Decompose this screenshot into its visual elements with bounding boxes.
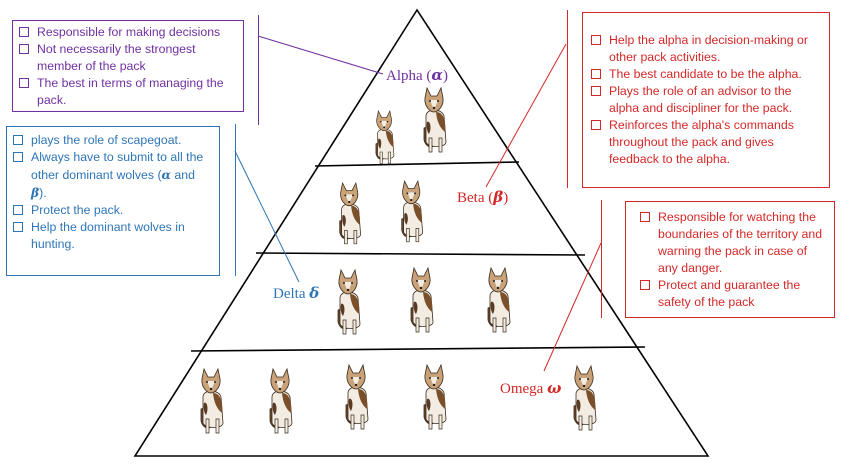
- alpha-item: The best in terms of managing the pack.: [19, 75, 237, 109]
- delta-item: Always have to submit to all the other d…: [13, 149, 213, 202]
- wolf-icon: [410, 267, 434, 333]
- checkbox-bullet-icon: [13, 152, 23, 162]
- wolf-icon: [337, 269, 361, 335]
- checkbox-bullet-icon: [591, 35, 601, 45]
- checkbox-bullet-icon: [13, 222, 23, 232]
- beta-item: Help the alpha in decision-making or oth…: [591, 32, 821, 66]
- delta-description-box: plays the role of scapegoat. Always have…: [6, 126, 220, 276]
- omega-item: Responsible for watching the boundaries …: [640, 209, 826, 277]
- delta-accent-bar: [235, 124, 236, 276]
- wolf-icon: [339, 182, 362, 245]
- wolf-icon: [423, 364, 447, 430]
- wolves-alpha-tier: [375, 87, 447, 164]
- wolf-icon: [375, 110, 395, 164]
- checkbox-bullet-icon: [591, 86, 601, 96]
- delta-item: Protect the pack.: [13, 202, 213, 219]
- checkbox-bullet-icon: [19, 78, 29, 88]
- label-alpha: Alpha (α): [386, 66, 448, 84]
- tier-divider-1: [314, 161, 520, 167]
- wolf-icon: [345, 364, 369, 430]
- wolf-icon: [423, 87, 447, 153]
- checkbox-bullet-icon: [13, 205, 23, 215]
- tier-divider-2: [255, 252, 586, 256]
- checkbox-bullet-icon: [19, 27, 29, 37]
- omega-item: Protect and guarantee the safety of the …: [640, 277, 826, 311]
- label-omega: Omega ω: [500, 379, 561, 397]
- alpha-accent-bar: [258, 15, 259, 125]
- alpha-connector: [257, 35, 384, 75]
- delta-connector: [234, 150, 300, 283]
- wolves-delta-tier: [337, 267, 511, 335]
- wolf-icon: [200, 368, 224, 434]
- tier-divider-3: [190, 346, 646, 352]
- checkbox-bullet-icon: [591, 69, 601, 79]
- beta-connector: [485, 43, 567, 188]
- alpha-item: Responsible for making decisions: [19, 24, 237, 41]
- checkbox-bullet-icon: [640, 212, 650, 222]
- wolves-omega-tier: [200, 364, 597, 434]
- omega-connector: [543, 242, 602, 372]
- pyramid-outline: [133, 8, 710, 457]
- wolf-icon: [401, 180, 424, 243]
- checkbox-bullet-icon: [19, 44, 29, 54]
- omega-description-box: Responsible for watching the boundaries …: [625, 201, 835, 318]
- omega-accent-bar: [601, 200, 602, 318]
- beta-item: Plays the role of an advisor to the alph…: [591, 83, 821, 117]
- checkbox-bullet-icon: [640, 280, 650, 290]
- wolf-icon: [487, 267, 511, 333]
- delta-item: plays the role of scapegoat.: [13, 132, 213, 149]
- label-delta: Delta δ: [273, 284, 319, 302]
- beta-item: The best candidate to be the alpha.: [591, 66, 821, 83]
- checkbox-bullet-icon: [13, 135, 23, 145]
- beta-item: Reinforces the alpha's commands througho…: [591, 117, 821, 168]
- beta-description-box: Help the alpha in decision-making or oth…: [582, 12, 830, 188]
- alpha-description-box: Responsible for making decisions Not nec…: [12, 20, 244, 112]
- wolf-icon: [573, 365, 597, 431]
- delta-item: Help the dominant wolves in hunting.: [13, 219, 213, 253]
- checkbox-bullet-icon: [591, 120, 601, 130]
- alpha-item: Not necessarily the strongest member of …: [19, 41, 237, 75]
- wolves-beta-tier: [339, 180, 424, 245]
- label-beta: Beta (β): [457, 188, 508, 206]
- wolf-icon: [269, 368, 293, 434]
- beta-accent-bar: [567, 10, 568, 188]
